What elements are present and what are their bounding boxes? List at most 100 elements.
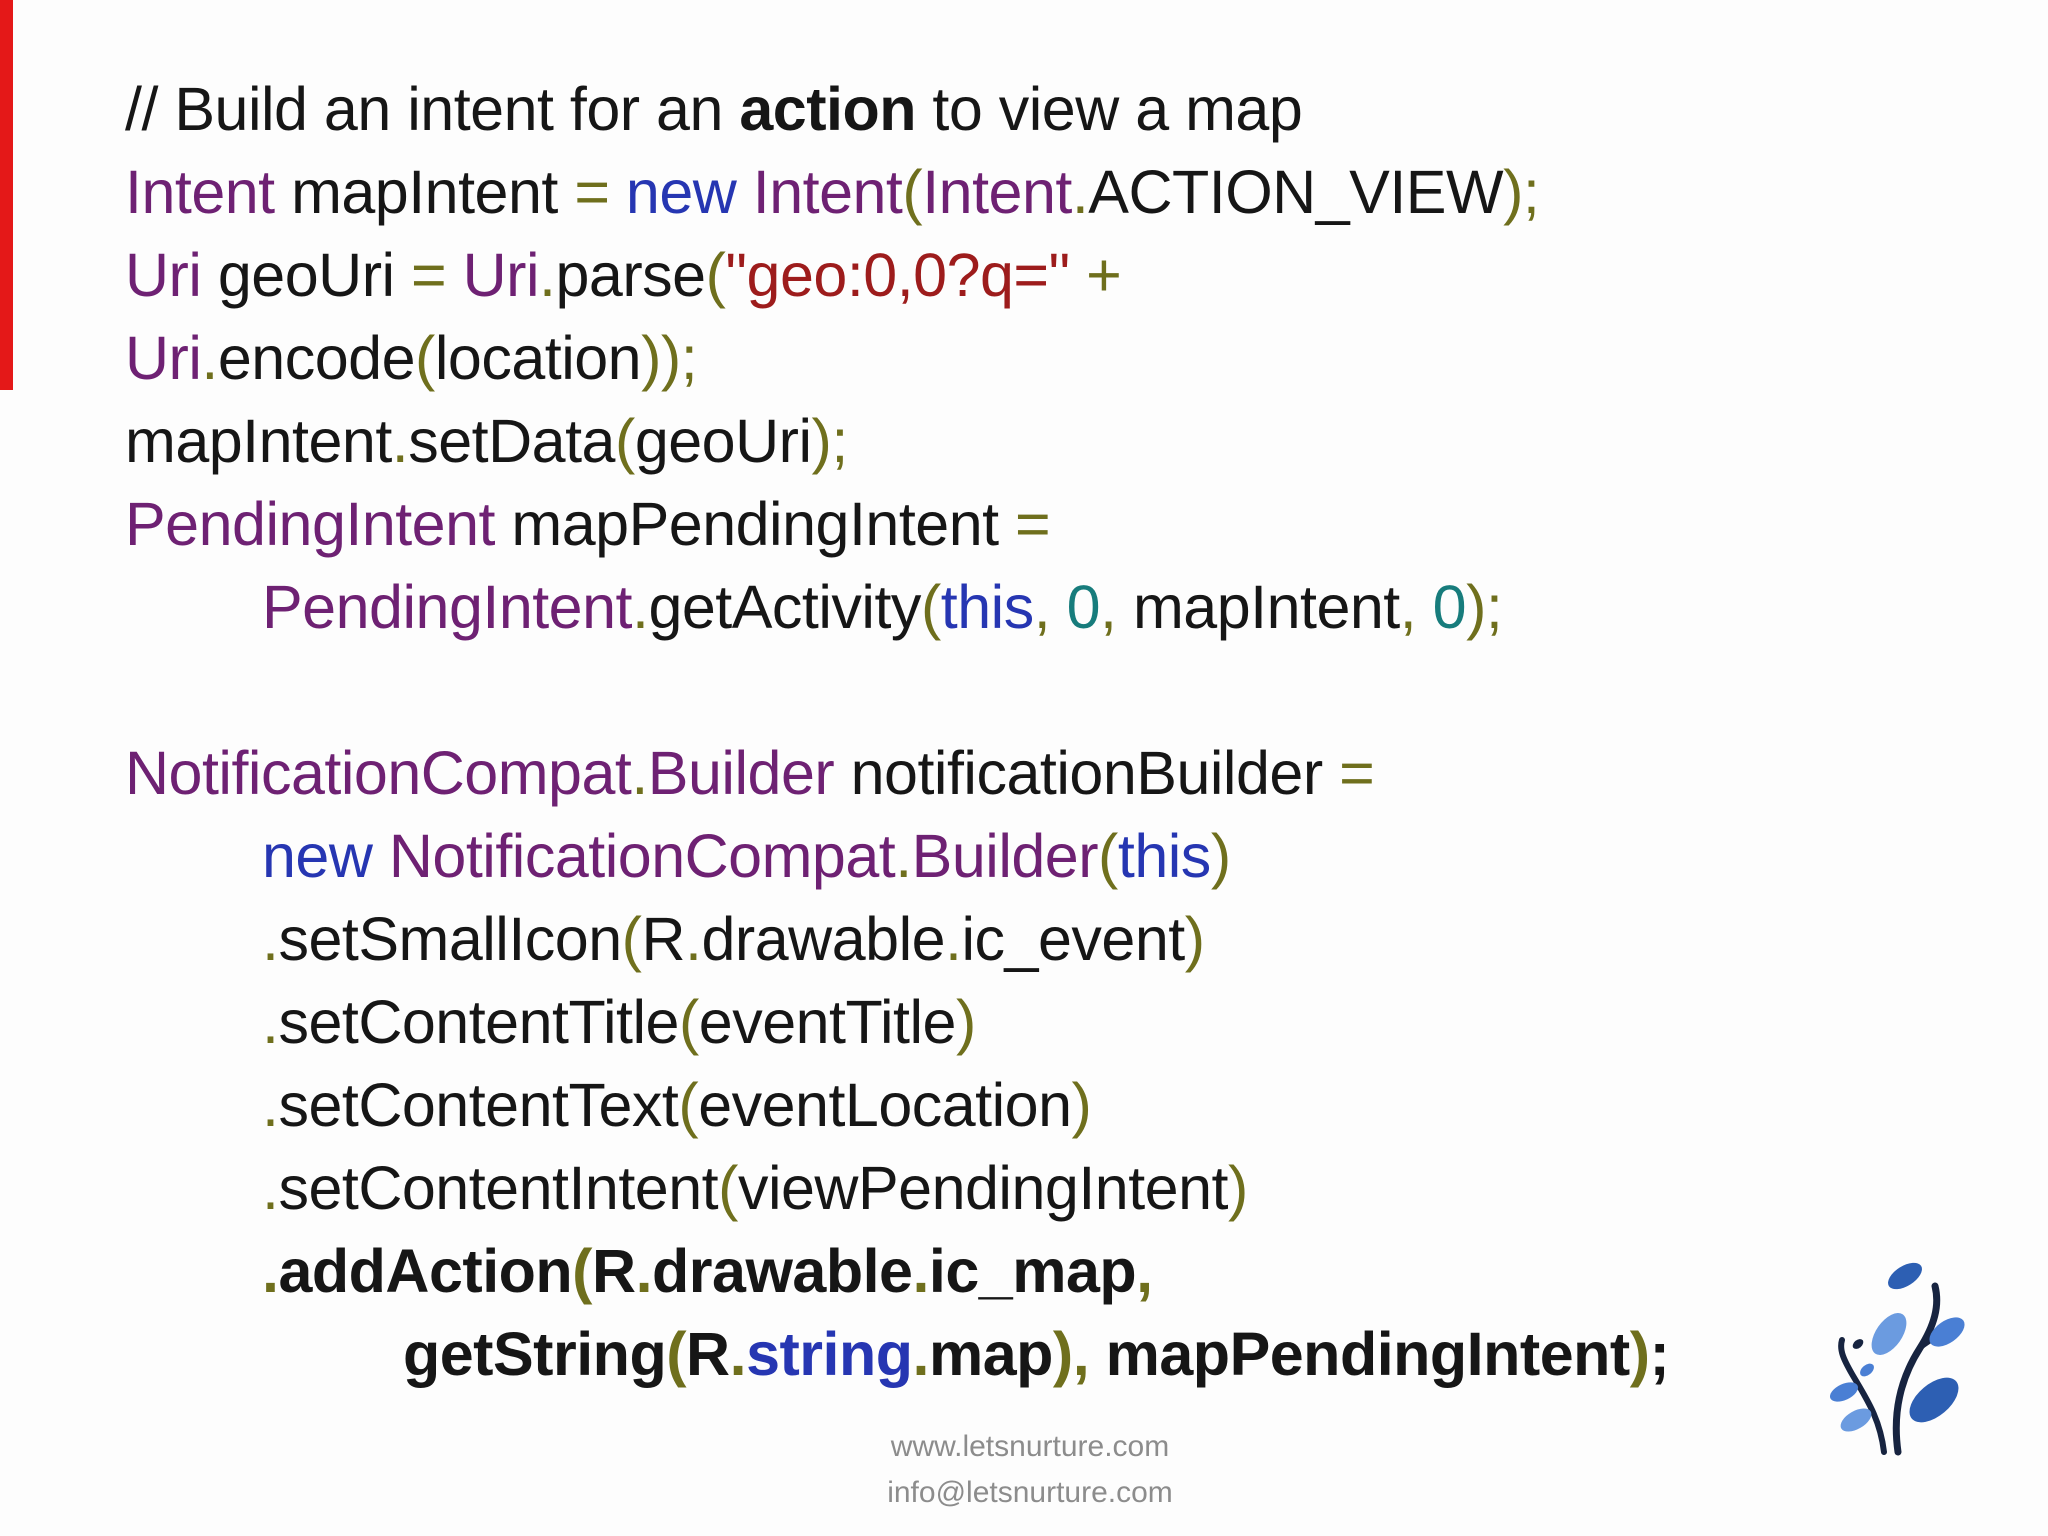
code-token: Uri [125,324,202,392]
code-token: ( [678,988,699,1056]
code-line: .setContentTitle(eventTitle) [125,981,1669,1064]
code-token: ; [1649,1320,1670,1388]
code-line [125,649,1669,732]
code-token: eventLocation [698,1071,1072,1139]
code-line: PendingIntent.getActivity(this, 0, mapIn… [125,566,1669,649]
code-line: mapIntent.setData(geoUri); [125,400,1669,483]
code-token: ) [1071,1071,1092,1139]
code-token: ic_map [928,1237,1137,1305]
footer-email: info@letsnurture.com [887,1476,1173,1509]
code-token: encode [217,324,416,392]
code-token: this [940,573,1034,641]
code-token: + [1086,241,1122,309]
code-token: ) [1184,905,1205,973]
code-token: R [592,1237,636,1305]
code-token: Intent [752,158,903,226]
code-token: ( [902,158,923,226]
code-token: . [262,1237,279,1305]
code-token: Uri [462,241,540,309]
code-token: . [729,1320,747,1388]
code-token: eventTitle [698,988,957,1056]
code-token: . [262,1071,279,1139]
letsnurture-logo [1829,1262,1965,1456]
code-token: action [739,75,916,143]
code-token: 0 [1432,573,1467,641]
code-token: . [945,905,962,973]
code-token: to view a map [915,75,1303,143]
code-token: geoUri [634,407,812,475]
code-token: ( [614,407,635,475]
code-token: new [262,822,373,890]
code-token: viewPendingIntent [737,1154,1229,1222]
code-token: ); [1466,573,1503,641]
logo-leaves [1829,1262,1965,1432]
code-token: . [912,1237,929,1305]
code-token: "geo:0,0?q=" [725,241,1070,309]
footer: www.letsnurture.com info@letsnurture.com [850,1424,1210,1516]
code-token: , [1399,573,1433,641]
code-token: ic_event [961,905,1186,973]
code-token: mapPendingIntent [1105,1320,1631,1388]
code-token: ) [1227,1154,1248,1222]
code-token: . [262,905,279,973]
code-token: PendingIntent [125,490,495,558]
code-token: . [635,1237,653,1305]
code-token [372,822,388,890]
code-token: drawable [652,1237,913,1305]
code-token: ( [621,905,642,973]
code-line: .setContentIntent(viewPendingIntent) [125,1147,1669,1230]
code-token: ); [811,407,849,475]
code-token: setSmallIcon [278,905,622,973]
code-token: ( [415,324,435,392]
code-token: ( [678,1071,699,1139]
code-token: new [625,158,737,226]
code-token: this [1117,822,1211,890]
code-token: , [1033,573,1067,641]
code-token: ) [1210,822,1231,890]
code-token: ) [955,988,976,1056]
code-token: . [631,739,648,807]
code-token: , [1100,573,1133,641]
code-token: . [262,988,279,1056]
code-token: R [686,1320,730,1388]
code-token: ) [1629,1320,1650,1388]
code-token: ( [1098,822,1118,890]
code-token: getString [403,1320,667,1388]
code-token: . [262,1154,279,1222]
code-token [1070,241,1086,309]
code-token: )); [641,324,698,392]
code-token: PendingIntent [262,573,632,641]
code-token: . [1071,158,1089,226]
code-token: ACTION_VIEW [1088,158,1504,226]
code-token: addAction [278,1237,573,1305]
code-token: . [391,407,409,475]
code-token: setData [408,407,615,475]
code-line: .setSmallIcon(R.drawable.ic_event) [125,898,1669,981]
code-token: . [539,241,556,309]
code-token: , [1072,1320,1106,1388]
accent-bar [0,0,13,390]
code-token: NotificationCompat [125,739,632,807]
footer-website: www.letsnurture.com [890,1430,1170,1463]
code-line: NotificationCompat.Builder notificationB… [125,732,1669,815]
code-line: new NotificationCompat.Builder(this) [125,815,1669,898]
code-token [736,158,752,226]
code-token: ( [666,1320,687,1388]
code-line: .addAction(R.drawable.ic_map, [125,1230,1669,1313]
code-token: // Build an intent for an [125,75,740,143]
code-line: PendingIntent mapPendingIntent = [125,483,1669,566]
code-line: // Build an intent for an action to view… [125,68,1669,151]
code-line: Uri.encode(location)); [125,317,1669,400]
code-token: mapPendingIntent [494,490,1016,558]
code-token: NotificationCompat [388,822,896,890]
code-token: . [912,1320,930,1388]
code-token: map [928,1320,1053,1388]
code-token: setContentTitle [278,988,679,1056]
code-token [609,158,625,226]
code-token: ); [1503,158,1540,226]
code-token: ( [718,1154,738,1222]
code-token: R [641,905,686,973]
code-token: = [1015,490,1051,558]
code-token: . [201,324,218,392]
code-token: location [434,324,642,392]
